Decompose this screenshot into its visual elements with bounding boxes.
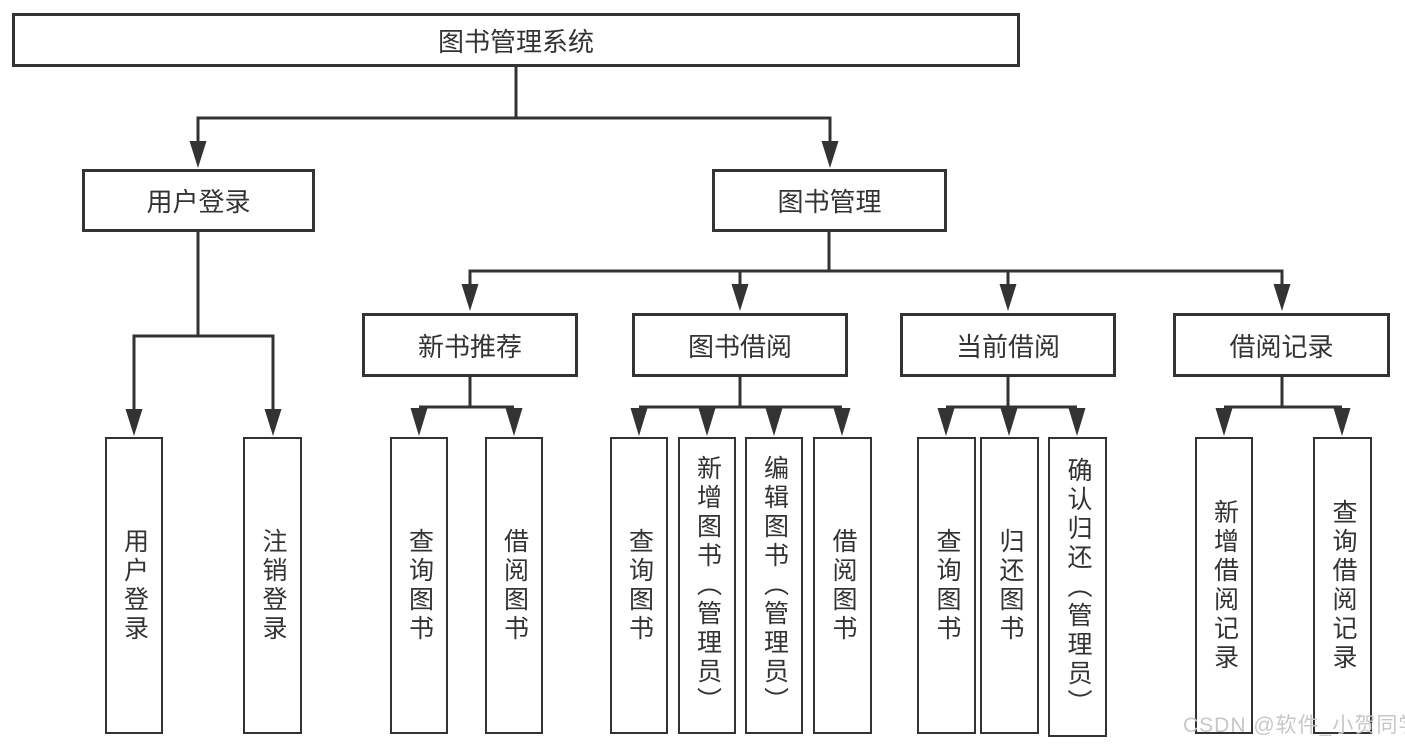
- leaf-current-query-books: 查询图书: [917, 437, 976, 734]
- leaf-query-borrow-record: 查询借阅记录: [1313, 437, 1372, 734]
- leaf-edit-book-admin: 编辑图书（管理员）: [745, 437, 803, 734]
- node-user-login-label: 用户登录: [146, 187, 251, 217]
- leaf-add-book-admin-label: 新增图书（管理员）: [693, 455, 722, 716]
- node-book-management: 图书管理: [712, 169, 947, 232]
- leaf-recommend-borrow-books: 借阅图书: [485, 437, 543, 734]
- node-borrow-records-label: 借阅记录: [1229, 331, 1334, 362]
- leaf-logout: 注销登录: [243, 437, 302, 734]
- node-library-system: 图书管理系统: [12, 13, 1020, 67]
- leaf-recommend-borrow-books-label: 借阅图书: [500, 527, 529, 644]
- leaf-add-book-admin: 新增图书（管理员）: [678, 437, 736, 734]
- node-book-borrow: 图书借阅: [632, 313, 848, 377]
- leaf-borrow-books: 借阅图书: [813, 437, 872, 734]
- node-current-borrow: 当前借阅: [900, 313, 1116, 377]
- node-current-borrow-label: 当前借阅: [955, 331, 1060, 362]
- leaf-logout-label: 注销登录: [259, 527, 287, 644]
- node-book-borrow-label: 图书借阅: [687, 331, 792, 362]
- leaf-return-book-label: 归还图书: [996, 527, 1024, 644]
- leaf-return-book: 归还图书: [980, 437, 1039, 734]
- leaf-add-borrow-record-label: 新增借阅记录: [1210, 498, 1239, 673]
- leaf-recommend-query-books-label: 查询图书: [405, 527, 434, 644]
- leaf-borrow-books-label: 借阅图书: [829, 527, 857, 644]
- leaf-query-borrow-record-label: 查询借阅记录: [1329, 498, 1357, 673]
- leaf-confirm-return-admin-label: 确认归还（管理员）: [1064, 456, 1092, 718]
- node-new-book-recommend: 新书推荐: [362, 313, 578, 377]
- leaf-user-login-label: 用户登录: [120, 527, 149, 644]
- leaf-confirm-return-admin: 确认归还（管理员）: [1048, 437, 1107, 737]
- leaf-recommend-query-books: 查询图书: [390, 437, 448, 734]
- node-library-system-label: 图书管理系统: [437, 26, 594, 57]
- leaf-edit-book-admin-label: 编辑图书（管理员）: [760, 455, 789, 716]
- node-book-management-label: 图书管理: [777, 187, 882, 217]
- node-user-login: 用户登录: [82, 169, 315, 232]
- node-new-book-recommend-label: 新书推荐: [417, 331, 522, 362]
- csdn-watermark: CSDN @软件_小贺同学: [1183, 714, 1405, 737]
- leaf-user-login: 用户登录: [105, 437, 163, 734]
- leaf-borrow-query-books-label: 查询图书: [625, 527, 654, 644]
- leaf-add-borrow-record: 新增借阅记录: [1195, 437, 1253, 734]
- node-borrow-records: 借阅记录: [1173, 313, 1390, 377]
- leaf-borrow-query-books: 查询图书: [610, 437, 668, 734]
- leaf-current-query-books-label: 查询图书: [933, 527, 961, 644]
